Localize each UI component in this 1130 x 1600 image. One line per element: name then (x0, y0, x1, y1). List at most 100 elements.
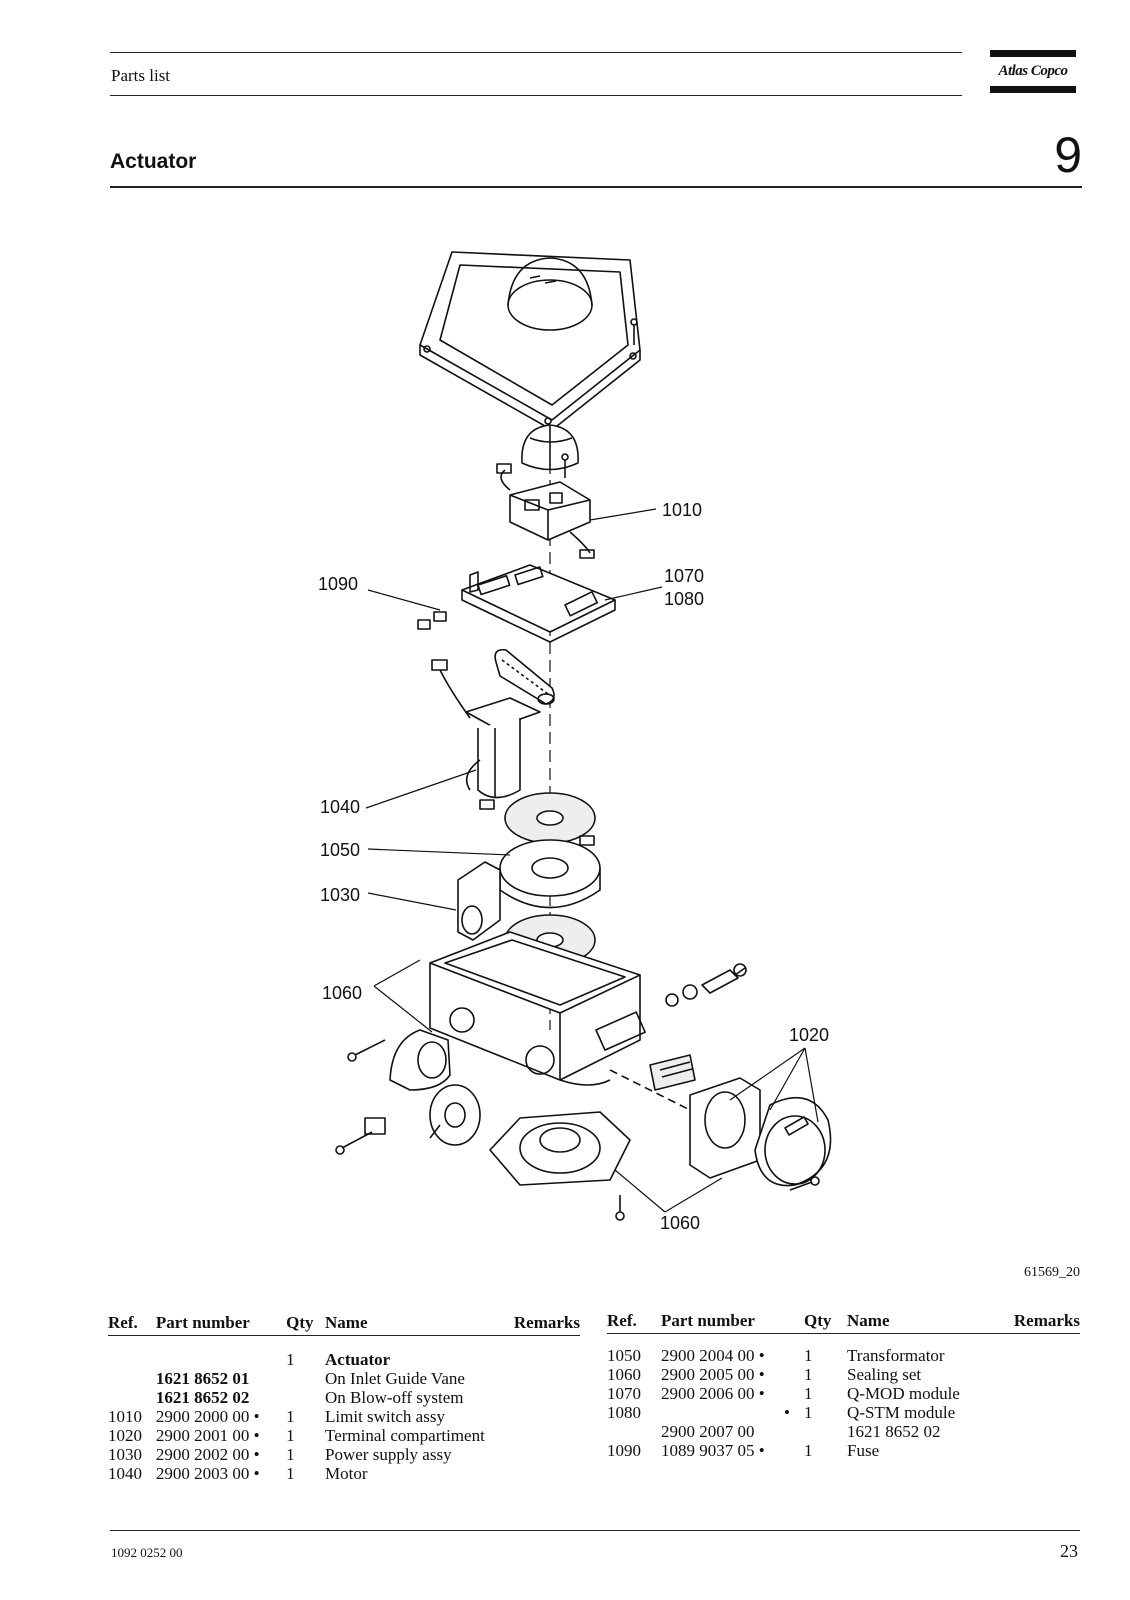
cell-ref: 1020 (108, 1426, 142, 1445)
header-top-rule (110, 52, 962, 53)
section-title: Actuator (110, 150, 197, 173)
cell-name: 1621 8652 02 (847, 1422, 941, 1441)
col-header-part-number: Part number (155, 1313, 287, 1336)
callout-1010: 1010 (662, 500, 702, 520)
cell-ref: 1090 (607, 1441, 641, 1460)
cell-part-number: • (784, 1403, 790, 1422)
dome-part (521, 424, 579, 471)
col-header-ref: Ref. (108, 1313, 156, 1336)
cell-name: On Blow-off system (325, 1388, 464, 1407)
limit-switch-part (496, 453, 595, 559)
callout-1090: 1090 (318, 574, 358, 594)
cell-qty (804, 1422, 847, 1441)
cell-name: Q-MOD module (847, 1384, 960, 1403)
exploded-view-diagram: 1010 1090 1070 1080 1040 1050 1030 1060 … (318, 251, 832, 1233)
cell-ref: 1040 (108, 1464, 142, 1483)
callout-1070: 1070 (664, 566, 704, 586)
figure-id: 61569_20 (1024, 1265, 1080, 1280)
section-number: 9 (1054, 127, 1082, 183)
callout-1060-bottom: 1060 (660, 1213, 700, 1233)
col-header-qty: Qty (286, 1313, 326, 1336)
cell-qty (286, 1388, 325, 1407)
callout-1050: 1050 (320, 840, 360, 860)
callout-1040: 1040 (320, 797, 360, 817)
q-mod-board-part (417, 564, 616, 643)
header-label: Parts list (111, 66, 171, 85)
cell-qty: 1 (804, 1365, 813, 1384)
cell-qty: 1 (804, 1384, 813, 1403)
cell-qty: 1 (286, 1445, 295, 1464)
cell-part-number: 2900 2002 00 • (155, 1445, 260, 1464)
cell-ref: 1070 (607, 1384, 641, 1403)
cell-remarks (485, 1426, 580, 1445)
col-header-name: Name (847, 1311, 972, 1334)
cell-remarks (972, 1422, 1080, 1441)
cell-remarks (972, 1365, 1080, 1384)
callout-1030: 1030 (320, 885, 360, 905)
cell-ref (108, 1369, 156, 1388)
table-row: 1060 2900 2005 00 • 1 Sealing set (607, 1365, 1080, 1384)
parts-table-left: Ref. Part number Qty Name Remarks 1 Actu… (108, 1313, 580, 1483)
cell-remarks (972, 1403, 1080, 1422)
col-header-name: Name (325, 1313, 485, 1336)
cell-name: Actuator (325, 1350, 391, 1369)
table-row: 1020 2900 2001 00 • 1 Terminal compartim… (108, 1426, 580, 1445)
cell-name: Transformator (847, 1346, 945, 1365)
col-header-ref: Ref. (607, 1311, 661, 1334)
cell-part-number: 1089 9037 05 • (661, 1441, 765, 1460)
cell-remarks (485, 1407, 580, 1426)
cell-name: Q-STM module (847, 1403, 956, 1422)
power-supply-part (457, 861, 501, 941)
cell-remarks (485, 1388, 580, 1407)
cell-qty: 1 (804, 1346, 813, 1365)
cell-ref (607, 1422, 661, 1441)
table-row: 1621 8652 02 On Blow-off system (108, 1388, 580, 1407)
cell-ref: 1050 (607, 1346, 641, 1365)
drive-belt-part (494, 648, 555, 705)
cell-qty: 1 (286, 1350, 295, 1369)
base-plate-part (489, 1111, 631, 1221)
side-cover-part (347, 1029, 451, 1091)
cell-name: Sealing set (847, 1365, 922, 1384)
cell-name: Fuse (847, 1441, 880, 1460)
cell-part-number (156, 1350, 286, 1369)
housing-part (429, 931, 646, 1086)
cell-part-number: 1621 8652 02 (155, 1388, 250, 1407)
cell-qty: 1 (286, 1426, 295, 1445)
cell-remarks (485, 1464, 580, 1483)
cell-remarks (972, 1441, 1080, 1460)
logo-wordmark: Atlas Copco (998, 63, 1068, 79)
header-bottom-rule (110, 95, 962, 96)
section-rule (110, 186, 1082, 188)
cell-ref: 1060 (607, 1365, 641, 1384)
callout-1020: 1020 (789, 1025, 829, 1045)
cell-qty: 1 (286, 1407, 295, 1426)
table-row: 1090 1089 9037 05 • 1 Fuse (607, 1441, 1080, 1460)
cell-remarks (972, 1384, 1080, 1403)
col-header-part-number: Part number (661, 1311, 804, 1334)
atlas-copco-logo: Atlas Copco (990, 50, 1076, 94)
table-row: 1 Actuator (108, 1350, 580, 1369)
table-header-row: Ref. Part number Qty Name Remarks (607, 1311, 1080, 1334)
footer-rule (110, 1530, 1080, 1531)
leader-lines (365, 508, 819, 1213)
footer-doc-number: 1092 0252 00 (111, 1545, 183, 1560)
col-header-remarks: Remarks (972, 1311, 1080, 1334)
table-row: 1050 2900 2004 00 • 1 Transformator (607, 1346, 1080, 1365)
cell-qty: 1 (804, 1441, 813, 1460)
cell-remarks (485, 1445, 580, 1464)
table-header-row: Ref. Part number Qty Name Remarks (108, 1313, 580, 1336)
terminal-compartment-part (609, 963, 832, 1191)
cell-name: Power supply assy (325, 1445, 452, 1464)
table-row: 2900 2007 00 1621 8652 02 (607, 1422, 1080, 1441)
cell-ref: 1080 (607, 1403, 641, 1422)
cell-name: On Inlet Guide Vane (325, 1369, 465, 1388)
cell-name: Terminal compartiment (325, 1426, 485, 1445)
parts-table-right: Ref. Part number Qty Name Remarks 1050 2… (607, 1311, 1080, 1460)
cell-name: Limit switch assy (325, 1407, 445, 1426)
cell-part-number: 2900 2001 00 • (155, 1426, 260, 1445)
cell-part-number: 2900 2006 00 • (661, 1384, 765, 1403)
handwheel-part (335, 1084, 481, 1155)
col-header-qty: Qty (804, 1311, 847, 1334)
table-row: 1080 • 1 Q-STM module (607, 1403, 1080, 1422)
